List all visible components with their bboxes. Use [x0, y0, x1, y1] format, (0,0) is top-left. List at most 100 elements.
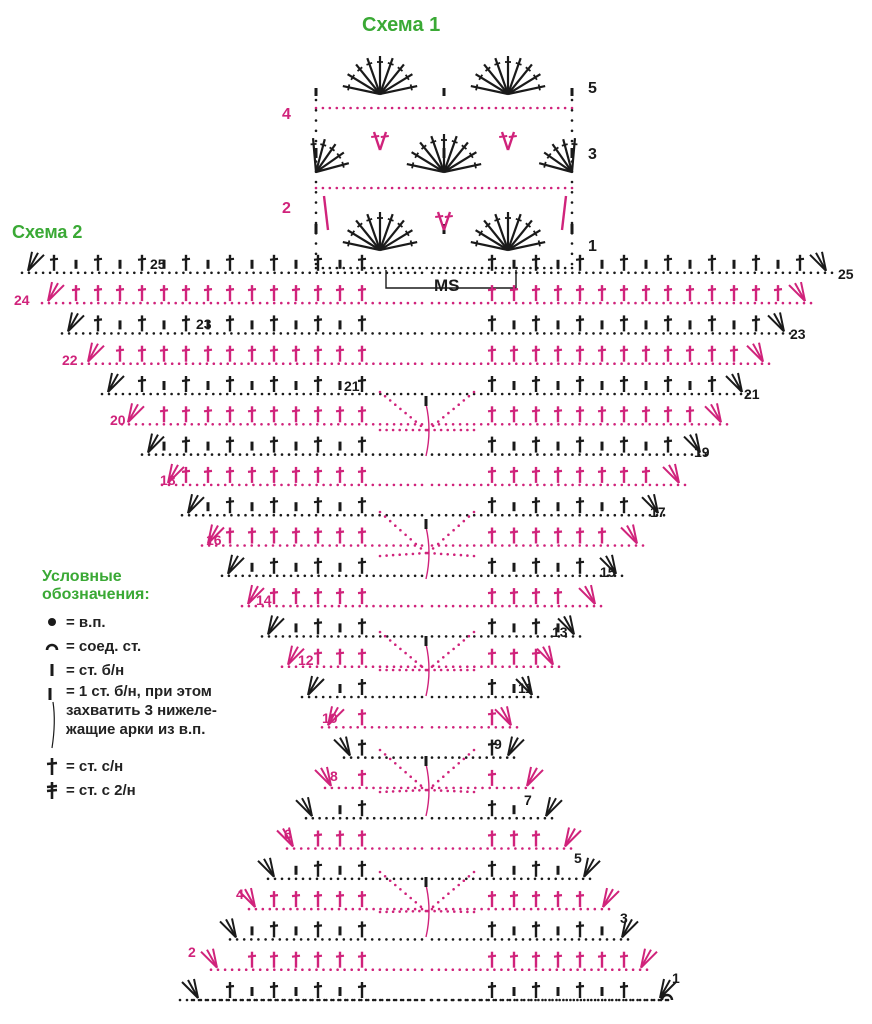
double-crochet-mark [509, 345, 519, 362]
double-crochet-mark [181, 436, 191, 453]
stitch-cluster [276, 827, 294, 848]
slip-stitch-mark [660, 993, 674, 1001]
double-crochet-mark [487, 800, 497, 817]
double-crochet-mark [357, 376, 367, 392]
legend-item-text: = ст. б/н [66, 661, 125, 679]
chain-dots [378, 390, 428, 432]
double-crochet-mark [203, 345, 213, 362]
scheme1-row-3-label: 3 [588, 146, 597, 163]
double-crochet-mark [597, 406, 607, 423]
double-crochet-mark [357, 497, 367, 514]
legend-title: Условные [42, 568, 122, 585]
row-label-21-right: 21 [744, 386, 760, 402]
stitch-cluster [107, 372, 125, 393]
double-crochet-mark [531, 982, 541, 998]
double-crochet-mark [707, 254, 717, 271]
stitch-cluster [257, 857, 275, 878]
double-crochet-mark [509, 406, 519, 423]
double-crochet-mark [663, 345, 673, 362]
double-crochet-mark [509, 951, 519, 968]
legend: Условные обозначения: = в.п. = соед. ст.… [42, 568, 282, 802]
double-crochet-mark [729, 345, 739, 362]
double-crochet-mark [531, 406, 541, 423]
double-crochet-mark [795, 254, 805, 271]
double-crochet-mark [313, 588, 323, 605]
double-crochet-mark [575, 315, 585, 332]
double-crochet-mark [509, 830, 519, 847]
double-crochet-mark [291, 588, 301, 605]
double-crochet-mark [597, 285, 607, 302]
double-crochet-mark [137, 345, 147, 362]
double-crochet-mark [357, 588, 367, 605]
stitch-cluster [662, 463, 680, 484]
double-crochet-mark [597, 345, 607, 362]
double-crochet-mark [487, 860, 497, 877]
stitch-cluster [219, 918, 237, 939]
double-crochet-mark [93, 315, 103, 332]
shell-fan-mark [470, 56, 546, 96]
double-crochet-mark [531, 891, 541, 908]
double-crochet-mark [357, 709, 367, 726]
row-label-5: 5 [574, 850, 582, 866]
stitch-cluster [227, 554, 245, 575]
double-crochet-mark [531, 618, 541, 635]
double-crochet-mark [773, 285, 783, 302]
double-crochet-mark [313, 466, 323, 483]
v-stitch-mark [371, 131, 389, 151]
double-crochet-mark [335, 588, 345, 605]
stitch-cluster [507, 736, 525, 757]
chain-dots [426, 510, 476, 555]
double-crochet-mark [575, 436, 585, 453]
double-crochet-mark [159, 285, 169, 302]
double-crochet-mark [335, 830, 345, 847]
row-label-23-right: 23 [790, 326, 806, 342]
double-crochet-mark [93, 285, 103, 302]
stitch-cluster [599, 554, 617, 575]
double-crochet-mark [487, 406, 497, 423]
chain-dots [426, 390, 476, 432]
double-crochet-mark [93, 254, 103, 271]
double-crochet-mark [553, 891, 563, 908]
row-label-8: 8 [330, 768, 338, 784]
double-crochet-mark [291, 285, 301, 302]
double-crochet-mark [619, 376, 629, 392]
double-crochet-mark [531, 648, 541, 665]
double-crochet-mark [663, 376, 673, 392]
double-crochet-mark [357, 739, 367, 756]
double-crochet-mark [313, 285, 323, 302]
chain-dots [378, 510, 428, 555]
double-crochet-mark [487, 557, 497, 574]
double-crochet-mark [357, 466, 367, 483]
double-crochet-mark [487, 951, 497, 968]
double-crochet-mark [357, 951, 367, 968]
double-crochet-mark [575, 497, 585, 514]
scheme1-title: Схема 1 [362, 14, 441, 36]
double-crochet-mark [531, 345, 541, 362]
stitch-cluster [725, 372, 743, 393]
double-crochet-mark [137, 376, 147, 392]
double-crochet-mark [269, 921, 279, 938]
double-crochet-mark [487, 315, 497, 332]
shell-fan-mark [342, 56, 418, 96]
double-crochet-mark [225, 466, 235, 483]
row-label-14: 14 [256, 592, 272, 608]
legend-item-text: = в.п. [66, 613, 106, 631]
double-crochet-mark [313, 891, 323, 908]
double-crochet-mark [269, 254, 279, 271]
chain-dots [378, 909, 428, 914]
double-crochet-mark [247, 951, 257, 968]
double-crochet-mark [203, 466, 213, 483]
stitch-cluster [295, 796, 313, 817]
double-crochet-mark [313, 527, 323, 544]
stitch-cluster [207, 524, 225, 545]
stitch-cluster [809, 251, 827, 272]
double-crochet-mark [247, 406, 257, 423]
stitch-cluster [314, 766, 332, 787]
double-crochet-mark [531, 285, 541, 302]
double-crochet-mark [487, 921, 497, 938]
double-crochet-mark [685, 406, 695, 423]
legend-item-text: жащие арки из в.п. [66, 721, 206, 738]
double-crochet-mark [247, 345, 257, 362]
double-crochet-mark [575, 406, 585, 423]
